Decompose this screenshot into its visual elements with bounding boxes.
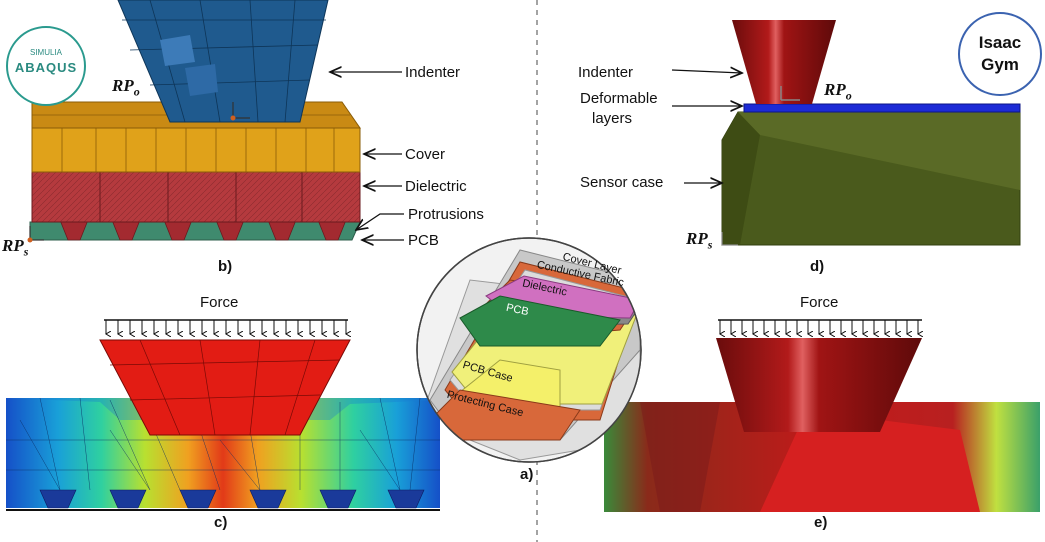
caption-b: b) (218, 258, 233, 275)
label-cover: Cover (405, 146, 446, 163)
deformable-layers (743, 103, 1021, 113)
indenter-blue (117, 0, 329, 123)
caption-a: a) (520, 466, 534, 483)
rp-o-label-b: RPo (112, 76, 140, 99)
label-indenter-b: Indenter (405, 64, 461, 81)
isaac-logo-line1: Isaac (978, 33, 1022, 52)
caption-d: d) (810, 258, 825, 275)
label-pcb: PCB (408, 232, 439, 249)
caption-c: c) (214, 514, 228, 531)
label-protrusions: Protrusions (408, 206, 484, 223)
abaqus-logo: SIMULIA ABAQUS (6, 26, 86, 106)
label-indenter-d: Indenter (578, 64, 634, 81)
panel-b-model (27, 0, 404, 243)
force-label-e: Force (800, 294, 839, 311)
rp-s-label-d: RPs (686, 229, 713, 252)
label-deformable-1: Deformable (580, 90, 658, 107)
rp-o-label-d: RPo (824, 80, 852, 103)
label-dielectric: Dielectric (405, 178, 467, 195)
label-deformable-2: layers (592, 110, 633, 127)
rp-s-marker (27, 237, 33, 243)
stress-field-c (6, 398, 440, 508)
abaqus-logo-line2: ABAQUS (14, 60, 78, 75)
panel-a-model (416, 237, 642, 463)
rp-o-marker (230, 115, 236, 121)
protrusions-group (59, 219, 347, 241)
caption-e: e) (814, 514, 828, 531)
force-label-c: Force (200, 294, 239, 311)
dielectric-layer (31, 171, 361, 223)
indenter-red-d (732, 20, 836, 104)
panel-c-model (6, 319, 440, 511)
indenter-red-e (716, 338, 922, 432)
panel-d-model (671, 20, 1021, 246)
isaac-gym-logo: Isaac Gym (958, 12, 1042, 96)
abaqus-logo-line1: SIMULIA (29, 48, 62, 57)
cover-layer (31, 127, 361, 173)
rp-s-label-b: RPs (2, 236, 29, 259)
panel-e-model (604, 319, 1040, 512)
isaac-logo-line2: Gym (981, 55, 1019, 74)
label-sensor-case: Sensor case (580, 174, 664, 191)
